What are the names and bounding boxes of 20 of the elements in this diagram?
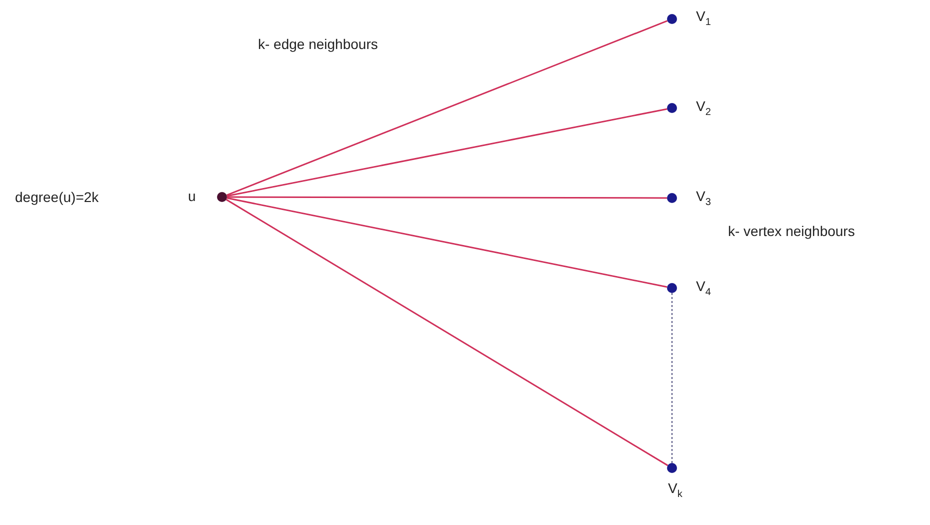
vertex-dot — [667, 14, 677, 24]
vertex-dot — [667, 193, 677, 203]
annotation-text: degree(u)=2k — [15, 189, 99, 205]
vertex-label: V$_{1}$ — [696, 8, 711, 28]
vertex-dot — [217, 192, 227, 202]
edge-line — [226, 20, 668, 196]
vertex-label: V$_{2}$ — [696, 98, 711, 118]
vertex-dot — [667, 463, 677, 473]
vertex-label: V$_{4}$ — [696, 278, 711, 298]
edge-line — [226, 108, 668, 197]
annotation-text: k- edge neighbours — [258, 36, 378, 52]
vertex-dot — [667, 283, 677, 293]
vertex-label: V$_{3}$ — [696, 188, 711, 208]
edge-line — [226, 198, 668, 466]
vertex-label: V$_{k}$ — [668, 480, 682, 500]
edge-line — [226, 197, 668, 288]
edge-line — [227, 196, 667, 199]
vertex-label: u — [188, 188, 196, 204]
vertex-dot — [667, 103, 677, 113]
annotation-text: k- vertex neighbours — [728, 223, 855, 239]
